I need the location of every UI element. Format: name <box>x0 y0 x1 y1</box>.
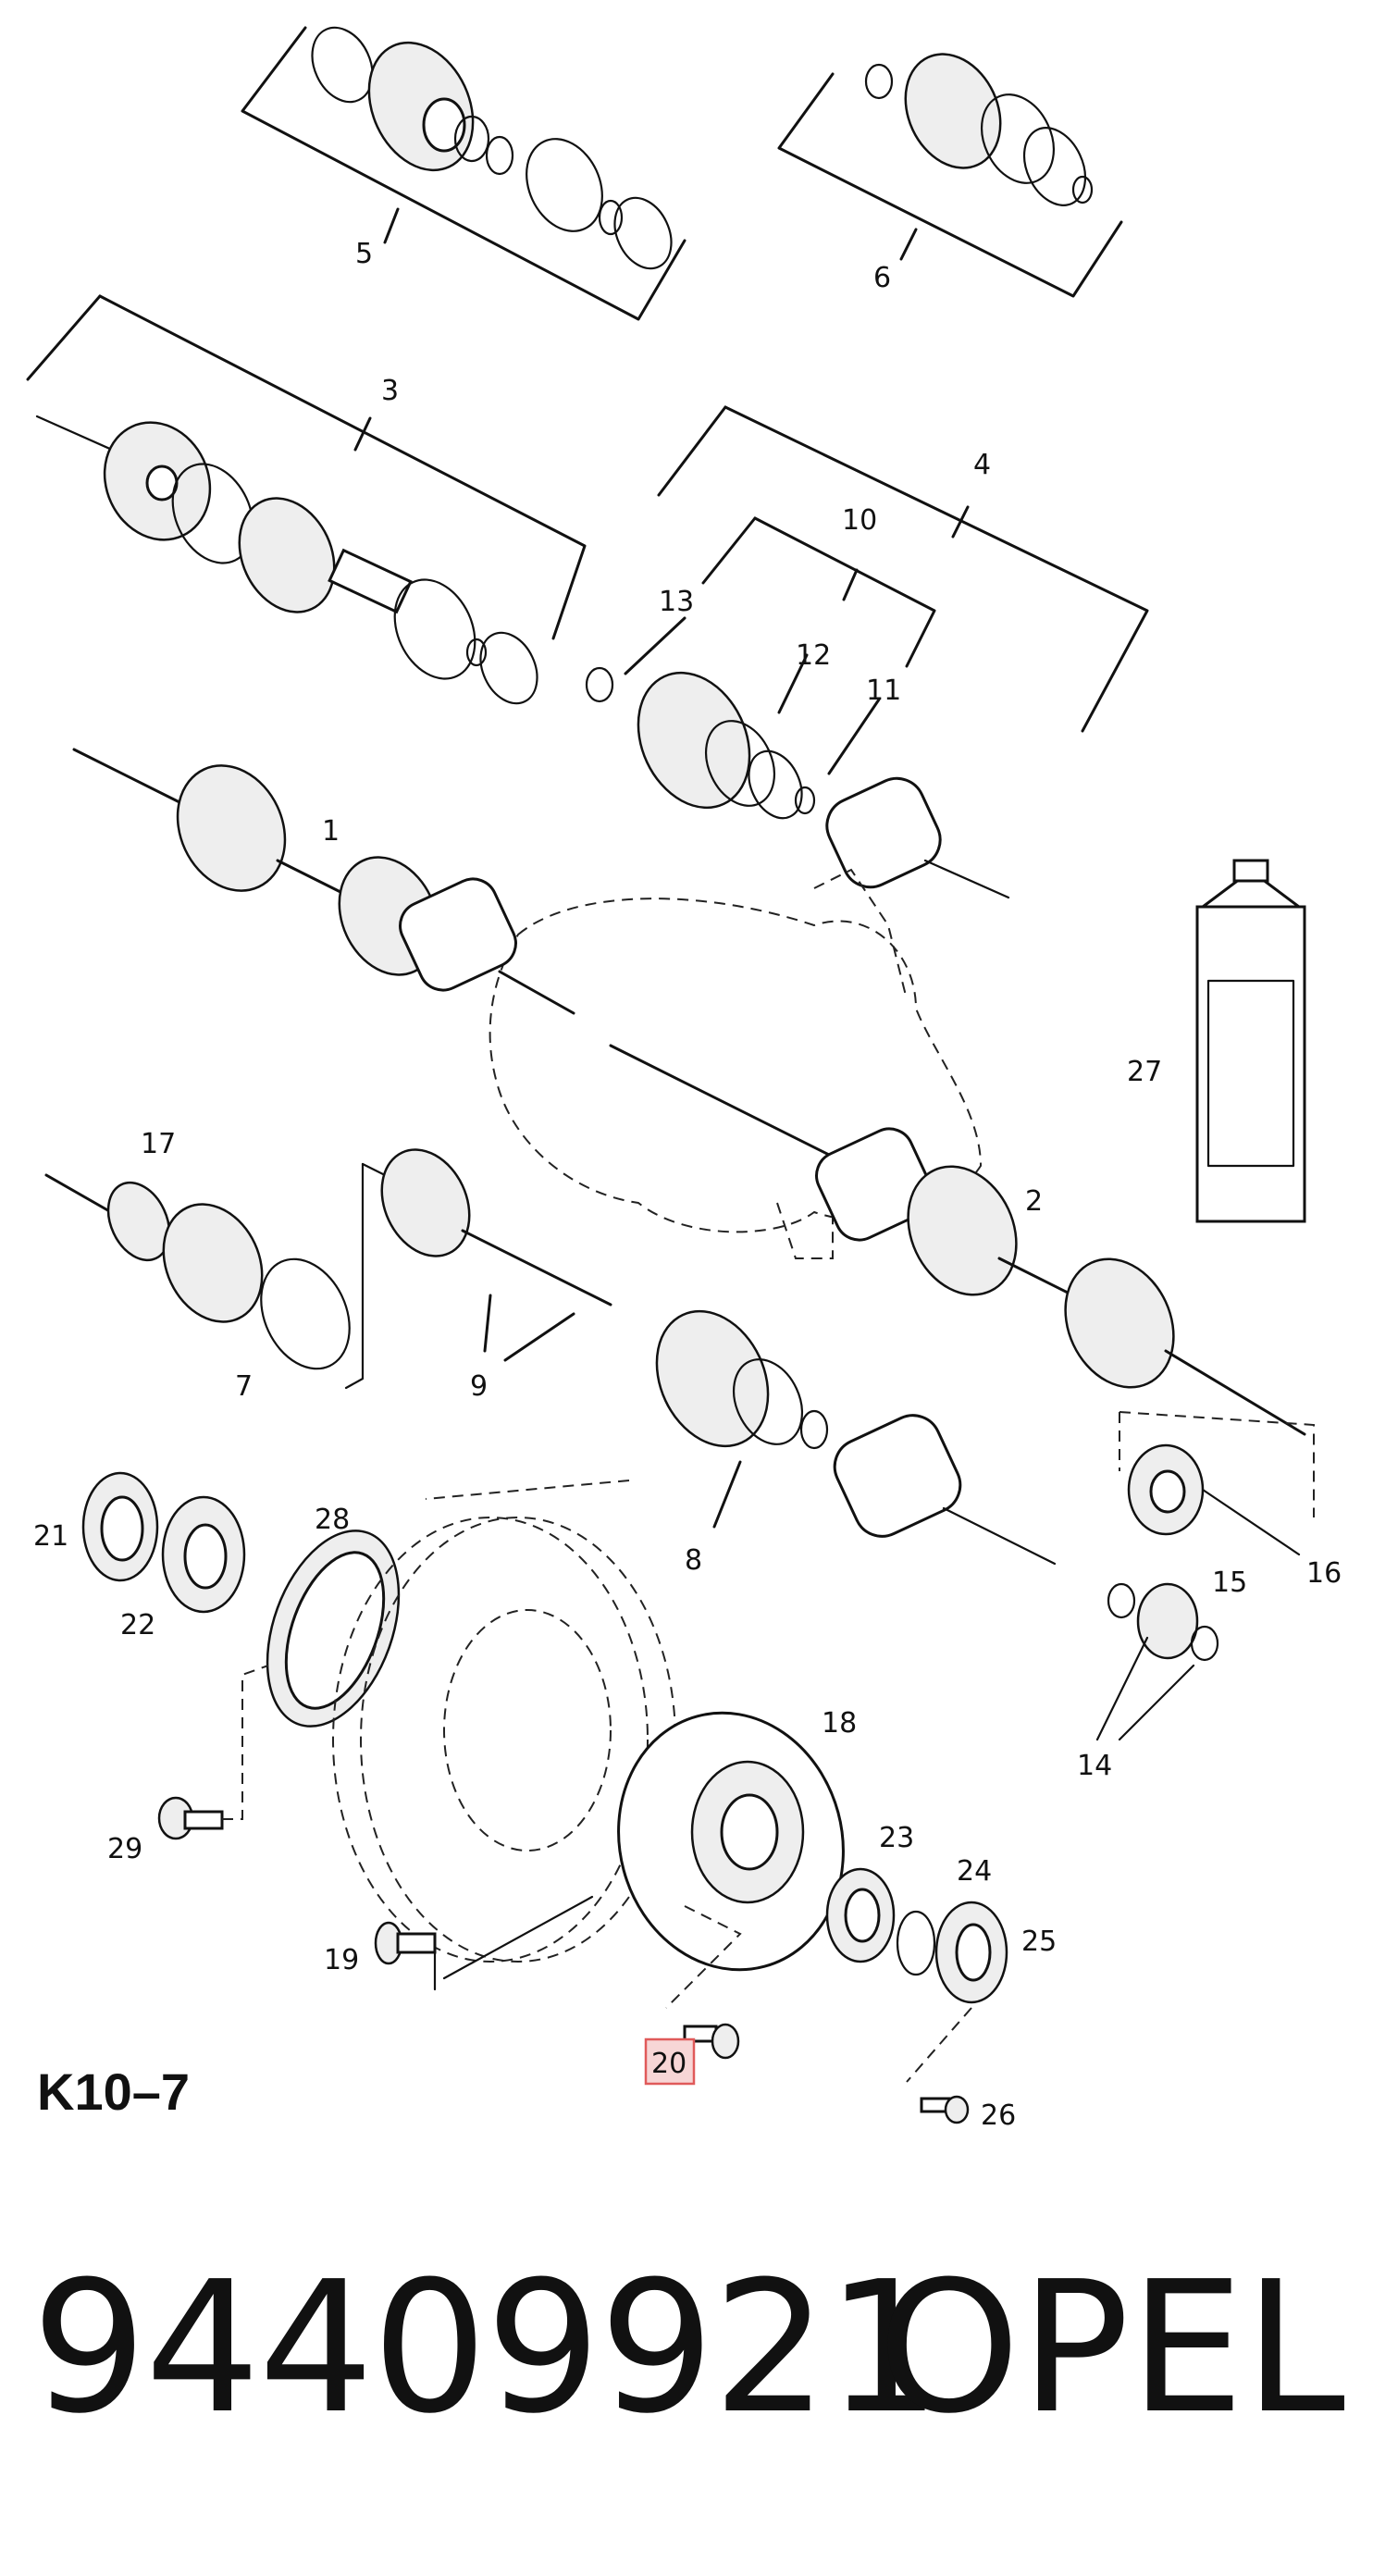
callout-28: 28 <box>315 1504 350 1536</box>
callout-15: 15 <box>1212 1567 1247 1599</box>
callout-9: 9 <box>470 1370 488 1403</box>
callout-labels: 1 2 3 4 5 6 7 8 9 10 11 12 13 14 15 16 1… <box>33 238 1342 2132</box>
wheel-hub-18 <box>433 1711 845 1991</box>
callout-3: 3 <box>381 375 399 407</box>
part-group-6 <box>777 53 1123 298</box>
highlight-box-20 <box>644 2037 696 2086</box>
brand-name: OPEL <box>877 2243 1345 2454</box>
callout-11: 11 <box>866 675 901 707</box>
callout-14: 14 <box>1077 1750 1112 1782</box>
bearing-group-21-22 <box>81 1471 246 1614</box>
drive-shaft-1 <box>72 748 575 1015</box>
callout-13: 13 <box>659 586 694 618</box>
part-group-3 <box>26 294 587 705</box>
callout-17: 17 <box>141 1128 176 1160</box>
callout-7: 7 <box>235 1370 253 1403</box>
callout-26: 26 <box>981 2099 1016 2132</box>
callout-5: 5 <box>355 238 373 270</box>
part-number-line: 94409921 OPEL <box>31 2256 1345 2441</box>
callout-25: 25 <box>1021 1926 1057 1958</box>
joint-group-left <box>44 1148 612 1390</box>
callout-22: 22 <box>120 1609 155 1641</box>
callout-27: 27 <box>1127 1056 1162 1088</box>
callout-1: 1 <box>322 815 340 848</box>
callout-18: 18 <box>822 1707 857 1740</box>
callout-4: 4 <box>973 449 991 481</box>
seal-group-16 <box>1119 1411 1315 1556</box>
joint-group-8 <box>655 1309 1057 1566</box>
diagram-reference-code: K10–7 <box>37 2062 191 2121</box>
part-number: 94409921 <box>31 2243 942 2454</box>
bolt-19 <box>374 1921 437 1965</box>
bolt-29 <box>157 1665 269 1840</box>
part-group-5 <box>241 26 686 321</box>
grease-tube-27 <box>1195 859 1306 1223</box>
bolt-20 <box>665 1905 742 2060</box>
callout-2: 2 <box>1025 1185 1043 1218</box>
callout-10: 10 <box>842 504 877 537</box>
callout-8: 8 <box>685 1544 702 1577</box>
bearing-group-15 <box>1095 1582 1219 1741</box>
callout-23: 23 <box>879 1822 914 1854</box>
abs-ring-28 <box>266 1530 401 1728</box>
callout-16: 16 <box>1306 1557 1342 1590</box>
drive-shaft-2 <box>609 1044 1306 1436</box>
callout-19: 19 <box>324 1944 359 1976</box>
callout-6: 6 <box>873 262 891 294</box>
callout-24: 24 <box>957 1855 992 1888</box>
bolt-26 <box>920 2095 970 2124</box>
callout-29: 29 <box>107 1833 142 1865</box>
callout-20: 20 <box>651 2048 686 2080</box>
callout-21: 21 <box>33 1520 68 1553</box>
part-group-4 <box>585 405 1149 899</box>
callout-12: 12 <box>796 639 831 672</box>
bearing-group-23-25 <box>825 1867 1008 2083</box>
